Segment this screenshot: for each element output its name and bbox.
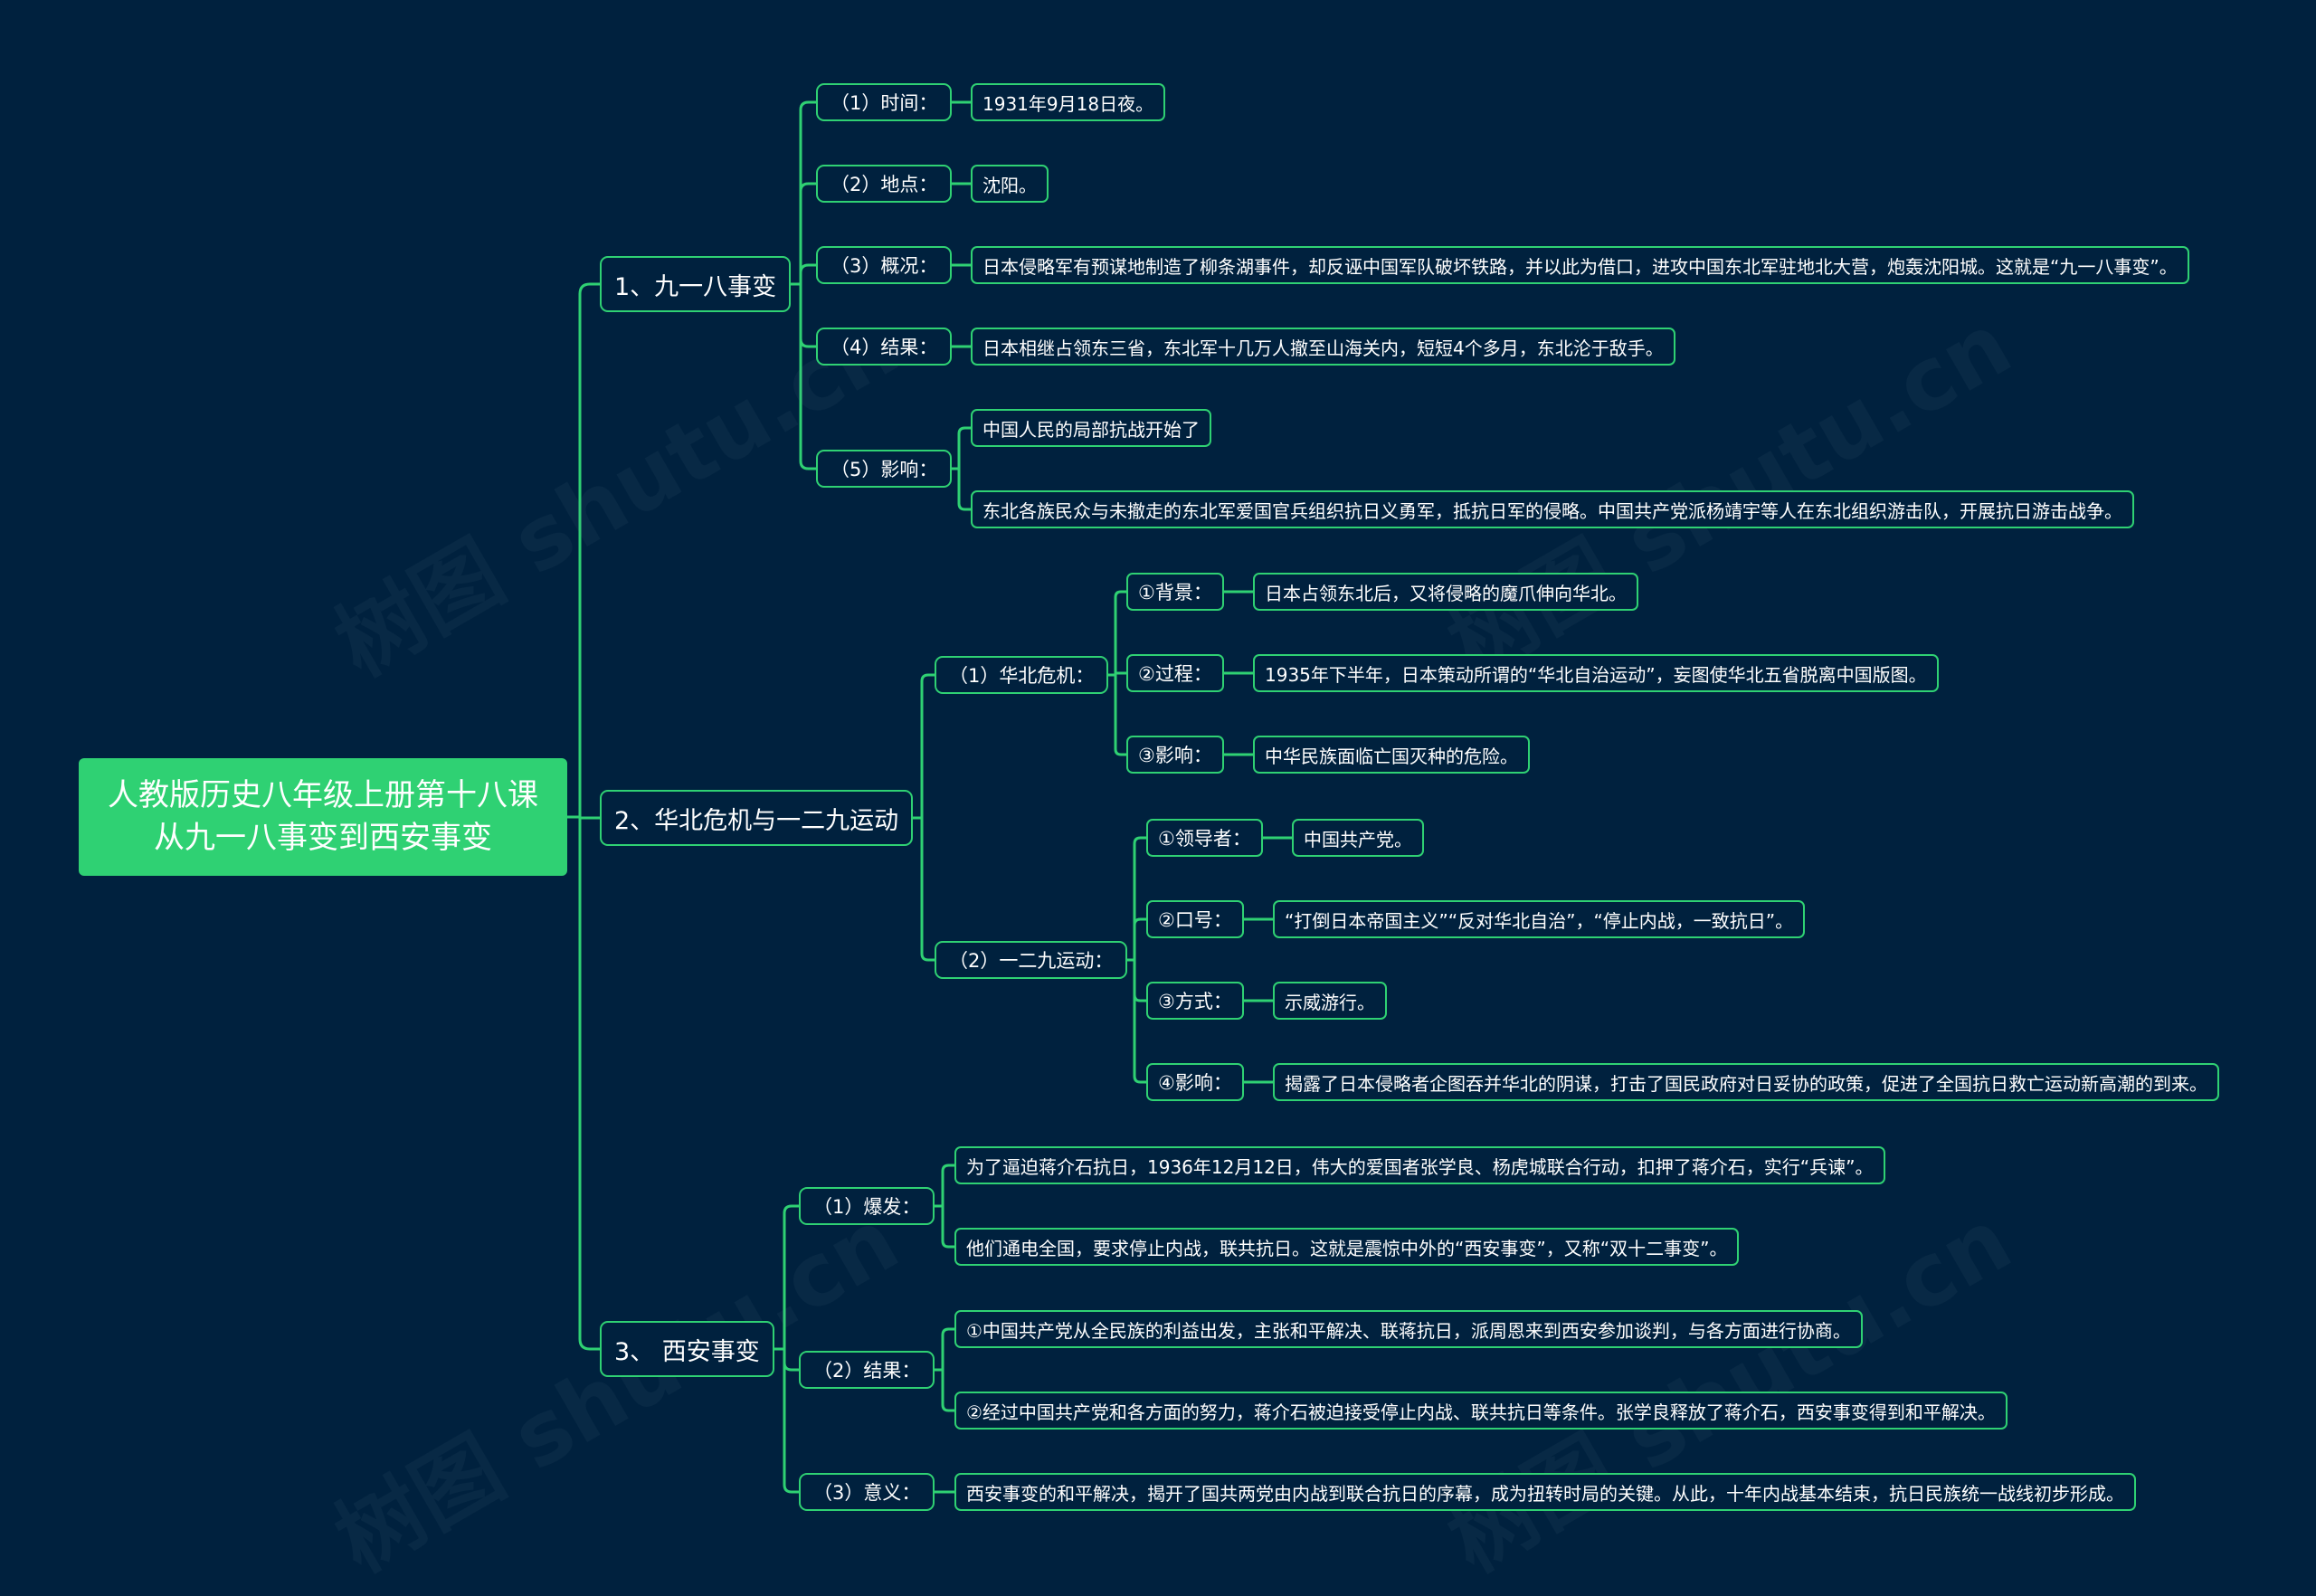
connector-line	[791, 282, 816, 470]
branch-topic[interactable]: （3）意义：	[799, 1473, 935, 1511]
connector-line	[935, 1368, 954, 1412]
connector-line	[791, 182, 816, 286]
sub-branch-topic[interactable]: ③方式：	[1146, 982, 1244, 1020]
branch-topic[interactable]: （2）地点：	[816, 165, 953, 203]
detail-topic[interactable]: 中国共产党。	[1292, 819, 1424, 857]
detail-topic[interactable]: 中华民族面临亡国灭种的危险。	[1253, 736, 1530, 774]
detail-topic[interactable]: 沈阳。	[971, 165, 1049, 203]
connector-line	[1127, 958, 1146, 1084]
connector-line	[1127, 958, 1146, 1002]
section-topic[interactable]: 1、九一八事变	[600, 256, 792, 312]
detail-topic[interactable]: ①中国共产党从全民族的利益出发，主张和平解决、联蒋抗日，派周恩来到西安参加谈判，…	[954, 1310, 1863, 1348]
branch-topic[interactable]: （2）一二九运动：	[935, 941, 1128, 979]
detail-topic[interactable]: 日本侵略军有预谋地制造了柳条湖事件，却反诬中国军队破坏铁路，并以此为借口，进攻中…	[971, 246, 2189, 284]
connector-line	[774, 1204, 799, 1351]
branch-topic[interactable]: （5）影响：	[816, 450, 953, 488]
branch-topic[interactable]: （1）华北危机：	[935, 656, 1109, 694]
branch-topic[interactable]: （4）结果：	[816, 328, 953, 366]
connector-line	[791, 100, 816, 286]
connector-line	[567, 815, 600, 1351]
connector-line	[1108, 590, 1126, 677]
branch-topic[interactable]: （1）爆发：	[799, 1187, 935, 1225]
detail-topic[interactable]: 为了逼迫蒋介石抗日，1936年12月12日，伟大的爱国者张学良、杨虎城联合行动，…	[954, 1146, 1885, 1184]
detail-topic[interactable]: 日本占领东北后，又将侵略的魔爪伸向华北。	[1253, 573, 1638, 611]
connector-line	[774, 1347, 799, 1494]
section-topic[interactable]: 2、华北危机与一二九运动	[600, 790, 914, 846]
connector-line	[952, 426, 971, 470]
branch-topic[interactable]: （3）概况：	[816, 246, 953, 284]
detail-topic[interactable]: 他们通电全国，要求停止内战，联共抗日。这就是震惊中外的“西安事变”，又称“双十二…	[954, 1228, 1740, 1266]
sub-branch-topic[interactable]: ②过程：	[1126, 654, 1224, 692]
detail-topic[interactable]: 西安事变的和平解决，揭开了国共两党由内战到联合抗日的序幕，成为扭转时局的关键。从…	[954, 1473, 2136, 1511]
connector-line	[935, 1327, 954, 1372]
connector-line	[913, 816, 935, 962]
detail-topic[interactable]: 中国人民的局部抗战开始了	[971, 409, 1211, 447]
connector-line	[935, 1164, 954, 1208]
detail-topic[interactable]: 揭露了日本侵略者企图吞并华北的阴谋，打击了国民政府对日妥协的政策，促进了全国抗日…	[1273, 1063, 2219, 1101]
root-topic[interactable]: 人教版历史八年级上册第十八课 从九一八事变到西安事变	[79, 758, 567, 876]
sub-branch-topic[interactable]: ①领导者：	[1146, 819, 1263, 857]
detail-topic[interactable]: “打倒日本帝国主义”“反对华北自治”，“停止内战，一致抗日”。	[1273, 900, 1806, 938]
detail-topic[interactable]: 东北各族民众与未撤走的东北军爱国官兵组织抗日义勇军，抵抗日军的侵略。中国共产党派…	[971, 490, 2134, 528]
detail-topic[interactable]: ②经过中国共产党和各方面的努力，蒋介石被迫接受停止内战、联共抗日等条件。张学良释…	[954, 1392, 2008, 1430]
connector-line	[774, 1347, 799, 1372]
connector-line	[1127, 836, 1146, 962]
connector-line	[791, 282, 816, 348]
branch-topic[interactable]: （2）结果：	[799, 1351, 935, 1389]
detail-topic[interactable]: 日本相继占领东三省，东北军十几万人撤至山海关内，短短4个多月，东北沦于敌手。	[971, 328, 1675, 366]
section-topic[interactable]: 3、 西安事变	[600, 1321, 774, 1377]
connector-line	[567, 282, 600, 819]
connector-line	[952, 467, 971, 511]
detail-topic[interactable]: 示威游行。	[1273, 982, 1387, 1020]
sub-branch-topic[interactable]: ③影响：	[1126, 736, 1224, 774]
connector-line	[1108, 673, 1126, 756]
connector-line	[791, 263, 816, 286]
root-title-line2: 从九一八事变到西安事变	[154, 820, 492, 856]
branch-topic[interactable]: （1）时间：	[816, 83, 953, 121]
root-title-line1: 人教版历史八年级上册第十八课	[108, 777, 538, 813]
sub-branch-topic[interactable]: ④影响：	[1146, 1063, 1244, 1101]
sub-branch-topic[interactable]: ①背景：	[1126, 573, 1224, 611]
connector-line	[1127, 917, 1146, 962]
detail-topic[interactable]: 1935年下半年，日本策动所谓的“华北自治运动”，妄图使华北五省脱离中国版图。	[1253, 654, 1939, 692]
detail-topic[interactable]: 1931年9月18日夜。	[971, 83, 1166, 121]
connector-line	[913, 673, 935, 820]
connector-line	[935, 1204, 954, 1249]
sub-branch-topic[interactable]: ②口号：	[1146, 900, 1244, 938]
